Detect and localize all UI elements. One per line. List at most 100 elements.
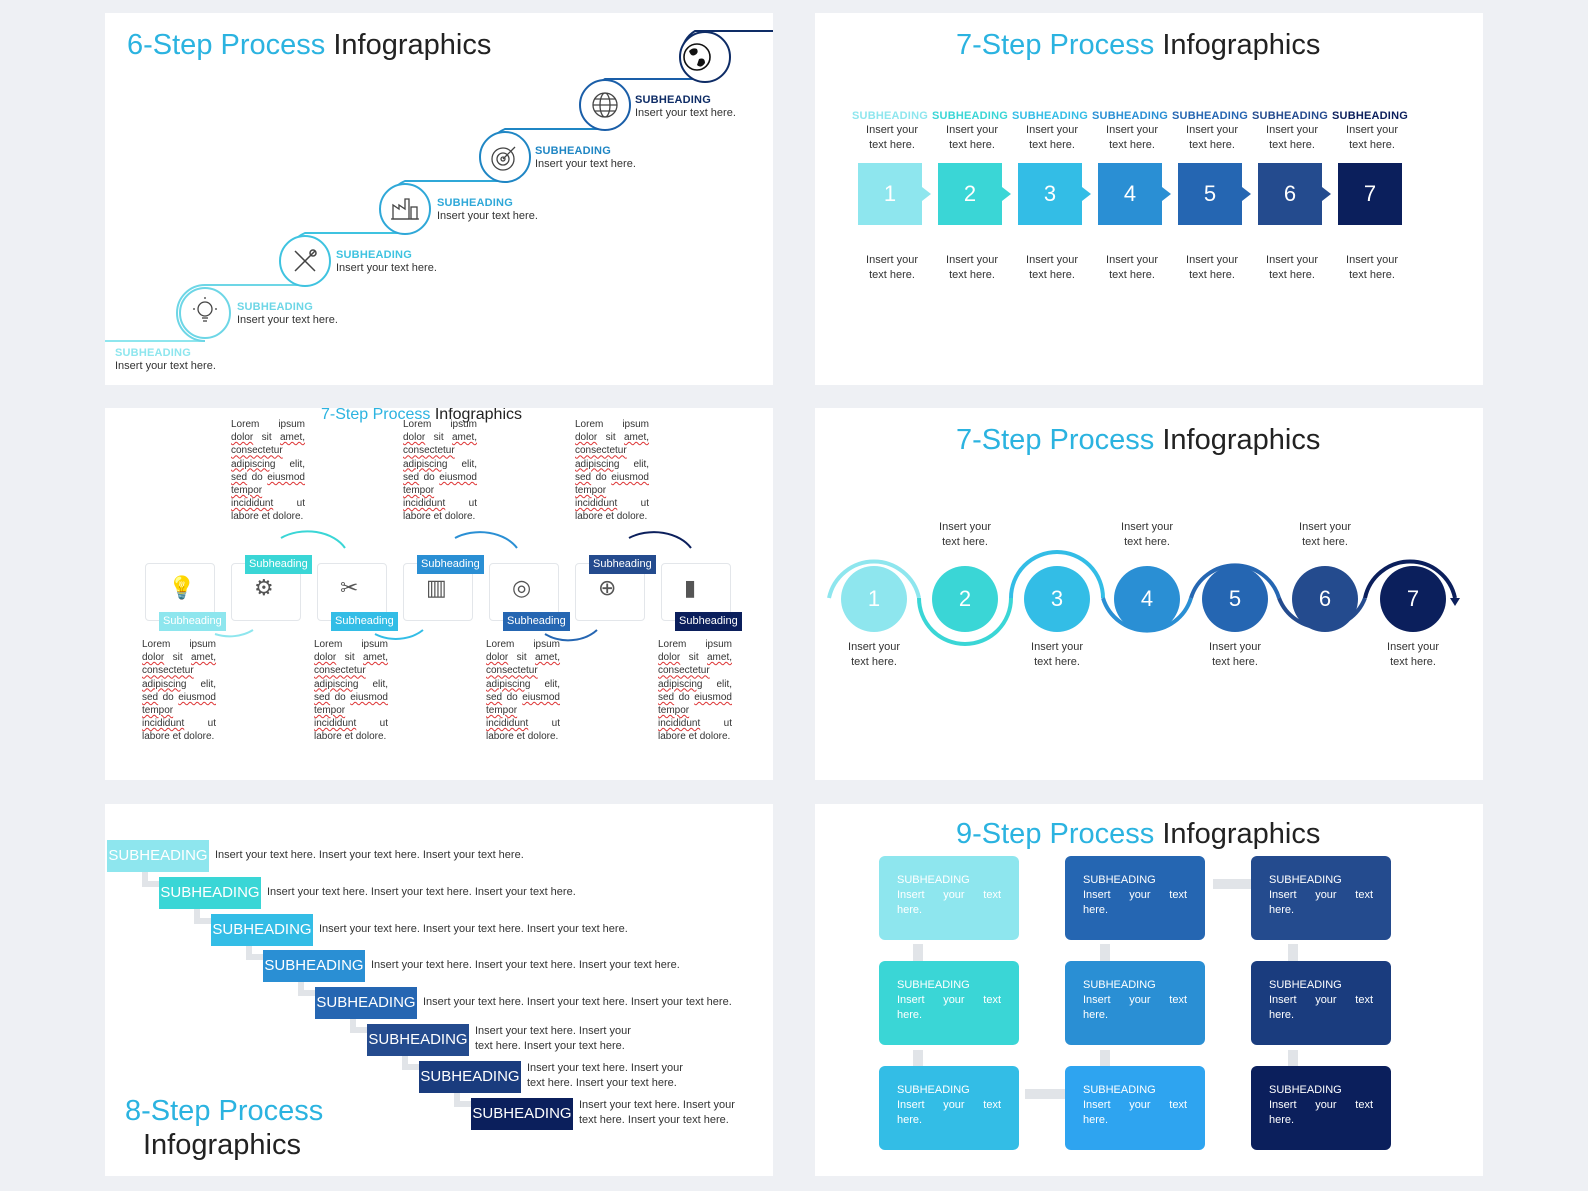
step-label[interactable]: SUBHEADING	[471, 1097, 573, 1130]
step-icon-card[interactable]: ✂	[317, 563, 387, 621]
step-circle[interactable]: 2	[932, 566, 998, 632]
arrow-icon	[1242, 187, 1251, 201]
step-label[interactable]: SUBHEADING	[263, 950, 365, 983]
step-text: Insert your text here. Insert your text …	[423, 996, 732, 1009]
step-text: Insert your text here. Insert your text …	[267, 885, 576, 898]
step-icon-card[interactable]: ▥	[403, 563, 473, 621]
lorem-word: dolore.	[616, 511, 648, 523]
lorem-word: eiusmod	[611, 471, 649, 483]
lorem-word: ut	[551, 718, 560, 730]
step-circle[interactable]: 4	[1114, 566, 1180, 632]
stair-path	[105, 30, 773, 342]
step-number-box[interactable]: 5	[1178, 163, 1242, 225]
lorem-word: dolor	[658, 652, 681, 664]
lorem-word: ipsum	[361, 639, 388, 650]
factory-icon: ▥	[426, 576, 447, 601]
bulb-icon: 💡	[168, 576, 196, 601]
lorem-word: Lorem	[575, 419, 604, 430]
step-label: Subheading	[245, 555, 312, 574]
lorem-word: eiusmod	[178, 691, 216, 703]
step-top-text: Insert your text here.	[1106, 124, 1158, 151]
lorem-word: sed	[486, 691, 503, 703]
step-icon-card[interactable]: 💡	[145, 563, 215, 621]
step-label[interactable]: SUBHEADING	[107, 840, 209, 872]
lorem-word: labore	[403, 511, 431, 523]
slide-8-step-stairs[interactable]: SUBHEADING Insert your text here. Insert …	[105, 804, 773, 1176]
lorem-word: tempor	[142, 705, 174, 717]
step-number-box[interactable]: 1	[858, 163, 922, 225]
step-number-box[interactable]: 6	[1258, 163, 1322, 225]
lorem-word: sit	[172, 652, 183, 664]
step-heading: SUBHEADING	[897, 874, 970, 886]
step-word: your	[1315, 1099, 1337, 1111]
step-label[interactable]: SUBHEADING	[419, 1060, 521, 1093]
step-word: your	[943, 1099, 965, 1111]
step-label[interactable]: SUBHEADING	[211, 913, 313, 946]
step-label[interactable]: SUBHEADING	[367, 1024, 469, 1056]
step-word: here.	[897, 1009, 923, 1021]
step-top-text: Insert your text here.	[866, 124, 918, 151]
lorem-word: adipiscing	[658, 678, 703, 690]
step-number-box[interactable]: 3	[1018, 163, 1082, 225]
step-number-box[interactable]: 7	[1338, 163, 1402, 225]
lorem-text: Lorem ipsum dolor sit amet, consectetur …	[575, 418, 649, 524]
lorem-word: consectetur	[575, 445, 627, 457]
lorem-text: Lorem ipsum dolor sit amet, consectetur …	[314, 638, 388, 744]
step-word: your	[1129, 994, 1151, 1006]
step-circle[interactable]: 1	[841, 566, 907, 632]
lorem-word: dolore.	[527, 731, 559, 743]
arrow-icon	[1162, 187, 1171, 201]
step-label[interactable]: SUBHEADING	[315, 987, 417, 1020]
step-circle[interactable]: 3	[1024, 566, 1090, 632]
step-label: Subheading	[675, 612, 742, 631]
lorem-word: do	[506, 691, 518, 703]
lorem-word: et	[688, 731, 697, 743]
slide-6-step[interactable]: 6-Step Process Infographics	[105, 13, 773, 385]
step-circle[interactable]: 6	[1292, 566, 1358, 632]
lorem-word: ipsum	[450, 419, 477, 430]
lorem-word: labore	[486, 731, 514, 743]
lorem-word: elit,	[633, 458, 649, 470]
lorem-word: tempor	[658, 705, 690, 717]
step-text: Insert your text here. Insert your text …	[319, 922, 628, 935]
lorem-word: eiusmod	[439, 471, 477, 483]
lorem-word: dolore.	[355, 731, 387, 743]
lorem-word: adipiscing	[486, 678, 531, 690]
step-label: Subheading	[159, 612, 226, 631]
lorem-word: dolor	[314, 652, 337, 664]
slide-title: 7-Step Process Infographics	[956, 29, 1321, 61]
lorem-word: do	[334, 691, 346, 703]
lorem-word: Lorem	[142, 639, 171, 650]
lorem-word: labore	[575, 511, 603, 523]
step-word: text	[983, 889, 1001, 901]
lorem-word: et	[516, 731, 525, 743]
step-word: text	[983, 994, 1001, 1006]
step-circle[interactable]: 5	[1202, 566, 1268, 632]
step-number-box[interactable]: 4	[1098, 163, 1162, 225]
step-circle[interactable]: 7	[1380, 566, 1446, 632]
step-number-box[interactable]: 2	[938, 163, 1002, 225]
lorem-word: incididunt	[403, 498, 446, 510]
step-label[interactable]: SUBHEADING	[159, 876, 261, 909]
lorem-word: dolor	[231, 432, 254, 444]
step-text-line: here.	[1269, 1113, 1373, 1128]
lorem-word: elit,	[461, 458, 477, 470]
tools-icon	[294, 249, 317, 272]
lorem-word: incididunt	[314, 718, 357, 730]
step-icon-card[interactable]: ▮	[661, 563, 731, 621]
